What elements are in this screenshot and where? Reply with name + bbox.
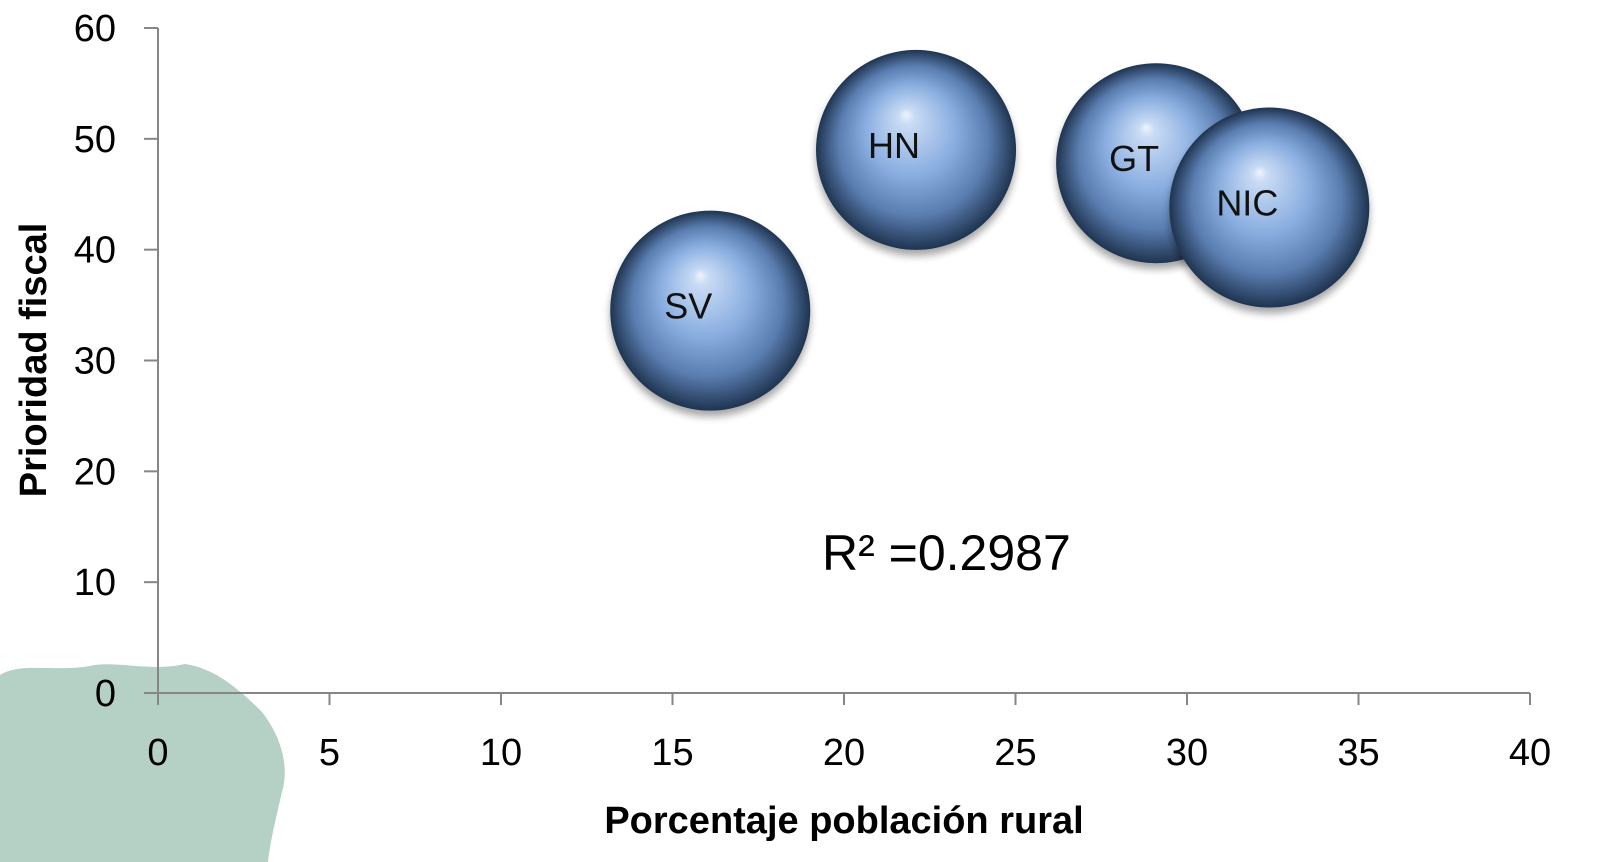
x-tick-label: 40 [1509, 732, 1551, 774]
x-tick-label: 5 [319, 732, 340, 774]
x-tick-label: 20 [823, 732, 865, 774]
bubble-label: SV [664, 286, 712, 327]
x-axis-title: Porcentaje población rural [604, 800, 1083, 842]
x-tick-label: 0 [147, 732, 168, 774]
x-tick-label: 25 [994, 732, 1036, 774]
bubble-sphere [816, 49, 1017, 250]
y-ticks: 0 10 20 30 40 50 60 [74, 8, 158, 715]
bubble-label: NIC [1216, 183, 1278, 224]
bubble-sphere [610, 210, 811, 411]
y-axis-title: Prioridad fiscal [13, 223, 55, 498]
y-tick-label: 10 [74, 562, 116, 604]
x-tick-label: 15 [651, 732, 693, 774]
y-tick-label: 50 [74, 119, 116, 161]
y-tick-label: 40 [74, 230, 116, 272]
bubble-label: GT [1109, 138, 1159, 179]
y-tick-label: 20 [74, 451, 116, 493]
x-ticks: 0 5 10 15 20 25 30 35 40 [147, 693, 1551, 774]
bubble-sphere [1169, 107, 1370, 308]
bubble-nic: NIC [1169, 107, 1370, 308]
r-squared-annotation: R² =0.2987 [822, 525, 1071, 581]
y-tick-label: 60 [74, 8, 116, 50]
x-tick-label: 10 [480, 732, 522, 774]
x-tick-label: 30 [1166, 732, 1208, 774]
y-tick-label: 30 [74, 341, 116, 383]
x-tick-label: 35 [1337, 732, 1379, 774]
y-tick-label: 0 [95, 673, 116, 715]
bubbles: SV HN GT NIC [610, 49, 1370, 411]
bubble-hn: HN [816, 49, 1017, 250]
bubble-label: HN [868, 125, 920, 166]
bubble-sv: SV [610, 210, 811, 411]
decorative-map-shape [0, 664, 285, 862]
